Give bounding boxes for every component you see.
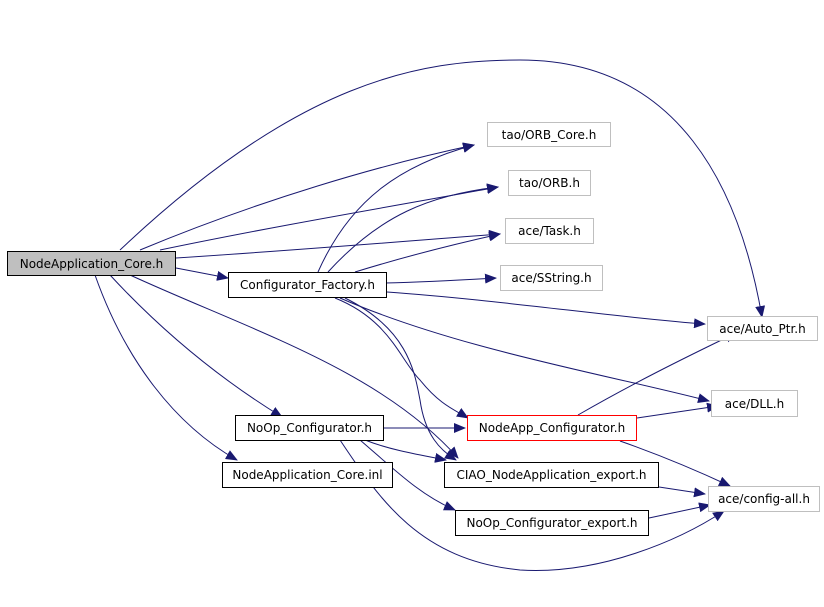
edge-root-noop: [109, 274, 283, 418]
edge-factory-dll: [339, 297, 710, 404]
edge-root-task: [175, 229, 501, 259]
edge-root-inl: [94, 274, 238, 461]
node-ace-config-all-h[interactable]: ace/config-all.h: [708, 486, 820, 512]
edge-factory-ciao: [344, 297, 457, 461]
edge-root-factory: [175, 267, 229, 281]
node-configurator-factory-h[interactable]: Configurator_Factory.h: [228, 272, 387, 298]
edge-nodeapp-dll: [636, 402, 719, 419]
node-ace-dll-h[interactable]: ace/DLL.h: [711, 390, 798, 417]
node-nodeapp-configurator-h[interactable]: NodeApp_Configurator.h: [467, 415, 637, 441]
edge-noop-export: [359, 439, 456, 511]
edge-factory-sstring: [384, 273, 497, 284]
node-ace-task-h[interactable]: ace/Task.h: [505, 218, 594, 244]
node-nodeapplication-core-h[interactable]: NodeApplication_Core.h: [7, 251, 176, 276]
node-ace-sstring-h[interactable]: ace/SString.h: [500, 265, 603, 291]
edge-root-ciao: [129, 274, 459, 459]
edge-nodeapp-auto-ptr: [577, 332, 737, 416]
edge-noop-ciao: [364, 439, 447, 463]
node-tao-orb-h[interactable]: tao/ORB.h: [508, 170, 591, 196]
edge-factory-auto-ptr: [386, 291, 706, 329]
edge-nodeapp-config-all: [619, 440, 731, 487]
node-noop-configurator-h[interactable]: NoOp_Configurator.h: [235, 415, 384, 441]
node-noop-configurator-export-h[interactable]: NoOp_Configurator_export.h: [455, 510, 649, 536]
edge-root-orb-core: [139, 142, 475, 251]
edge-factory-orb-core: [317, 143, 475, 273]
edge-factory-nodeapp: [334, 297, 469, 419]
node-ciao-nodeapplication-export-h[interactable]: CIAO_NodeApplication_export.h: [444, 462, 659, 488]
node-ace-auto-ptr-h[interactable]: ace/Auto_Ptr.h: [707, 316, 818, 341]
node-tao-orb-core-h[interactable]: tao/ORB_Core.h: [487, 122, 611, 147]
edge-ciao-config-all: [658, 486, 706, 498]
edge-factory-task: [354, 231, 501, 273]
edge-root-auto-ptr: [119, 59, 766, 318]
edge-noop-config-all: [339, 439, 725, 571]
edge-export-config-all: [648, 502, 711, 519]
node-nodeapplication-core-inl[interactable]: NodeApplication_Core.inl: [222, 462, 393, 488]
edge-factory-orb: [327, 183, 499, 273]
